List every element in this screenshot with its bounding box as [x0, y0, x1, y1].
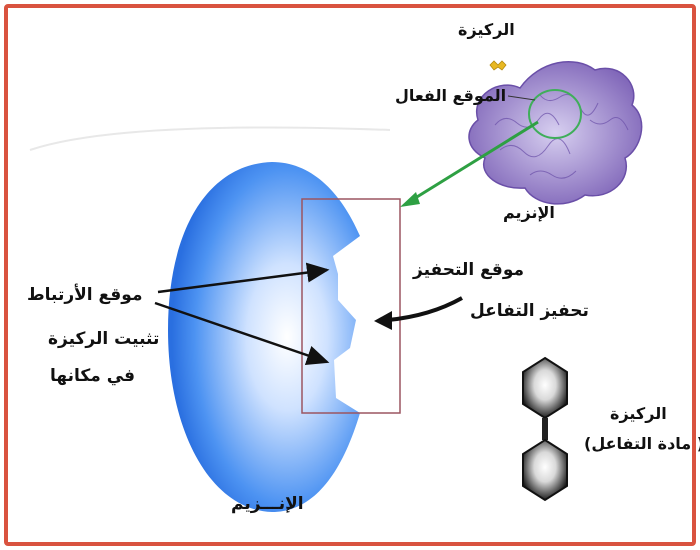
substrate-note-label: ( مادة التفاعل) — [584, 434, 700, 453]
substrate-bottom-label: الركيزة — [610, 404, 667, 423]
substrate-fix-label-1: تثبيت الركيزة — [48, 329, 159, 349]
binding-site-label: موقع الأرتباط — [27, 285, 142, 305]
active-site-label: الموقع الفعال — [395, 86, 506, 105]
substrate-fix-label-2: في مكانها — [50, 366, 135, 386]
catalysis-label: تحفيز التفاعل — [470, 301, 589, 321]
catalytic-site-label: موقع التحفيز — [413, 260, 524, 280]
enzyme-bottom-label: الإنـــزيم — [231, 494, 304, 514]
substrate-top-label: الركيزة — [458, 20, 515, 39]
enzyme-top-label: الإنزيم — [503, 203, 555, 222]
